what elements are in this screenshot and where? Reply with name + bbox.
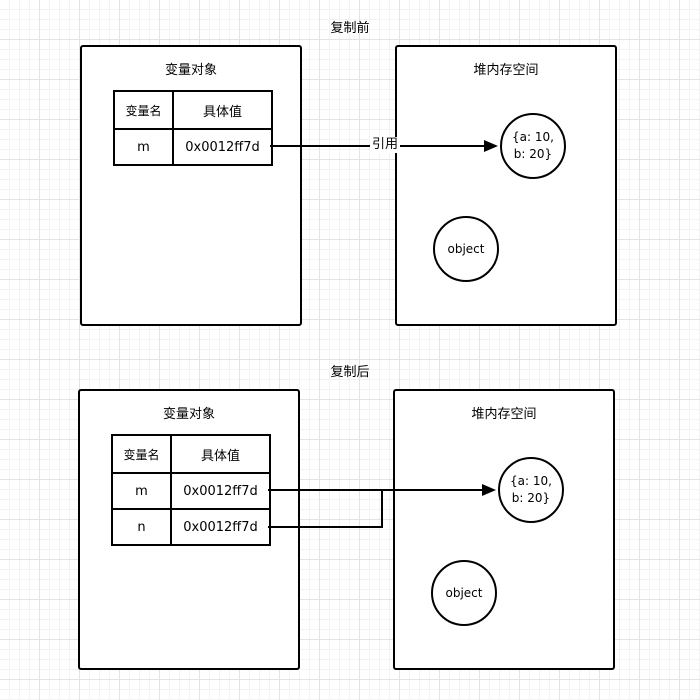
section-title: 复制前 (330, 21, 370, 36)
panel-label: 堆内存空间 (471, 407, 537, 422)
arrow-head (482, 484, 496, 496)
reference-connector (270, 140, 498, 152)
panel-label: 堆内存空间 (473, 63, 539, 78)
reference-line-n (268, 490, 383, 528)
variable-name-cell: m (111, 472, 172, 510)
variable-object-panel: 变量对象 变量名 具体值 m 0x0012ff7d (80, 45, 302, 326)
object-node: object (431, 560, 497, 626)
variable-name-cell: n (111, 508, 172, 546)
column-header-name: 变量名 (113, 90, 174, 130)
reference-label: 引用 (370, 137, 401, 153)
table-header-row: 变量名 具体值 (111, 434, 271, 474)
heap-object-node: {a: 10, b: 20} (498, 457, 564, 523)
arrow-head (484, 140, 498, 152)
column-header-name: 变量名 (111, 434, 172, 474)
panel-label: 变量对象 (164, 63, 217, 78)
table-row: m 0x0012ff7d (113, 128, 273, 166)
section-after-copy: 复制后 变量对象 变量名 具体值 m 0x0012ff7d n 0x0012ff… (0, 345, 700, 695)
object-node: object (433, 216, 499, 282)
variable-table: 变量名 具体值 m 0x0012ff7d (113, 90, 273, 166)
variable-table: 变量名 具体值 m 0x0012ff7d n 0x0012ff7d (111, 434, 271, 546)
table-row: m 0x0012ff7d (111, 472, 271, 510)
section-before-copy: 复制前 变量对象 变量名 具体值 m 0x0012ff7d 堆内存空间 {a: … (80, 21, 617, 326)
column-header-value: 具体值 (172, 90, 273, 130)
variable-value-cell: 0x0012ff7d (170, 508, 271, 546)
heap-memory-panel: 堆内存空间 {a: 10, b: 20} object (393, 389, 615, 670)
variable-value-cell: 0x0012ff7d (170, 472, 271, 510)
heap-object-node: {a: 10, b: 20} (500, 113, 566, 179)
table-header-row: 变量名 具体值 (113, 90, 273, 130)
heap-memory-panel: 堆内存空间 {a: 10, b: 20} object (395, 45, 617, 326)
variable-object-panel: 变量对象 变量名 具体值 m 0x0012ff7d n 0x0012ff7d (78, 389, 300, 670)
variable-name-cell: m (113, 128, 174, 166)
column-header-value: 具体值 (170, 434, 271, 474)
section-title: 复制后 (330, 365, 370, 380)
table-row: n 0x0012ff7d (111, 508, 271, 546)
variable-value-cell: 0x0012ff7d (172, 128, 273, 166)
panel-label: 变量对象 (162, 407, 215, 422)
reference-connectors (268, 484, 496, 528)
